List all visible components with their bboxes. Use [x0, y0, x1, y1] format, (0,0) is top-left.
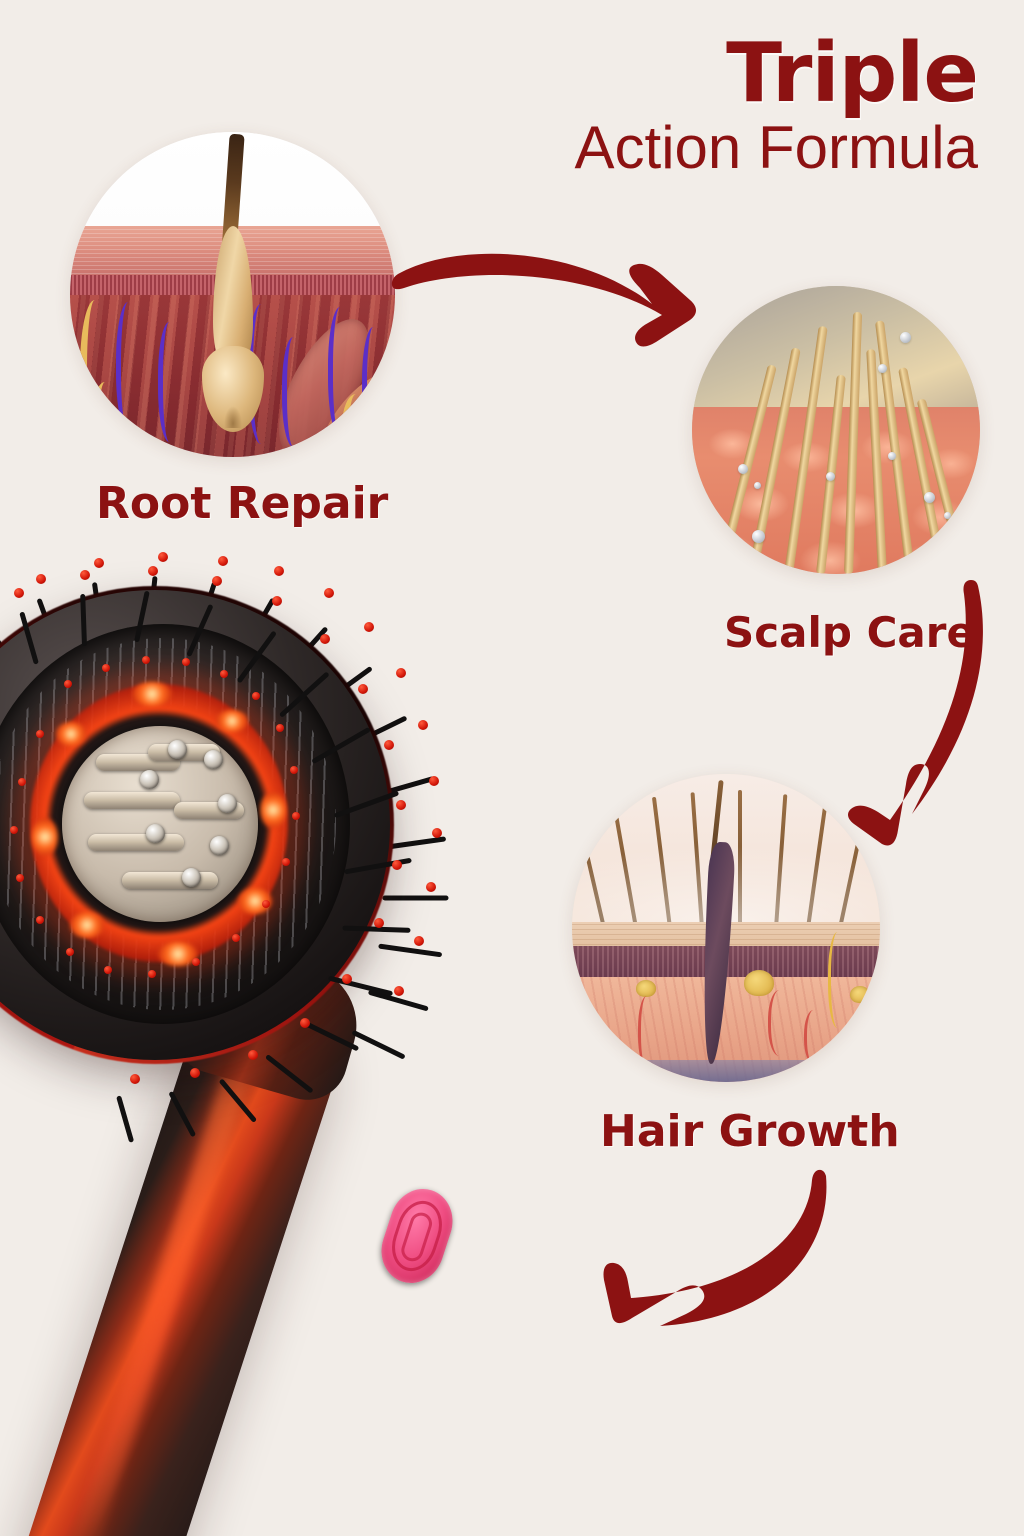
- page-title: Triple Action Formula: [574, 26, 979, 182]
- capillary: [768, 990, 793, 1056]
- electrode-bar: [84, 792, 180, 809]
- electrode-pin: [182, 868, 201, 887]
- hair-follicle: [201, 133, 264, 444]
- moisture-droplet: [752, 530, 765, 543]
- feature-image-root-repair: [70, 132, 395, 457]
- title-line-primary: Triple: [726, 26, 979, 121]
- sebaceous-gland: [744, 970, 774, 996]
- feature-image-scalp-care: [692, 286, 980, 574]
- blood-vessel: [362, 327, 387, 447]
- title-line-secondary: Action Formula: [574, 114, 978, 182]
- electrode-plate: [62, 726, 258, 922]
- capillary: [804, 1010, 825, 1064]
- led-dot: [32, 818, 58, 856]
- moisture-droplet: [878, 364, 887, 373]
- sebaceous-gland: [636, 980, 656, 997]
- blood-vessel: [116, 302, 143, 432]
- led-dot: [70, 912, 104, 938]
- nerve-fiber: [80, 300, 113, 450]
- electrode-pin: [218, 794, 237, 813]
- electrode-bar: [88, 834, 184, 851]
- blood-vessel: [282, 337, 307, 447]
- moisture-droplet: [754, 482, 761, 489]
- moisture-droplet: [888, 452, 896, 460]
- electrode-pin: [204, 750, 223, 769]
- arrow-root-to-scalp: [391, 253, 696, 347]
- capillary: [638, 996, 657, 1068]
- power-button[interactable]: [372, 1180, 462, 1292]
- electrode-pin: [168, 740, 187, 759]
- electrode-pin: [210, 836, 229, 855]
- follicle-bulb: [201, 346, 264, 432]
- moisture-droplet: [826, 472, 835, 481]
- led-dot: [216, 710, 248, 732]
- led-dot: [56, 722, 86, 746]
- moisture-droplet: [924, 492, 935, 503]
- led-dot: [158, 942, 198, 966]
- electrode-pin: [140, 770, 159, 789]
- blood-vessel: [158, 322, 183, 442]
- nerve-fiber: [828, 932, 849, 1028]
- product-device: [0, 552, 640, 1536]
- device-body: [0, 552, 640, 1536]
- moisture-droplet: [900, 332, 911, 343]
- moisture-droplet: [944, 512, 951, 519]
- feature-label-hair-growth: Hair Growth: [600, 1106, 900, 1157]
- electrode-bar: [122, 872, 218, 889]
- feature-label-root-repair: Root Repair: [96, 478, 389, 529]
- led-dot: [260, 792, 286, 828]
- arrow-scalp-to-growth: [848, 580, 983, 846]
- blood-vessel: [328, 307, 355, 437]
- moisture-droplet: [738, 464, 748, 474]
- electrode-pin: [146, 824, 165, 843]
- feature-label-scalp-care: Scalp Care: [724, 608, 975, 657]
- nerve-fiber: [92, 382, 121, 457]
- led-dot: [132, 682, 172, 706]
- feature-image-hair-growth: [572, 774, 880, 1082]
- sebaceous-gland: [850, 986, 870, 1003]
- arrow-growth-to-device: [603, 1169, 827, 1326]
